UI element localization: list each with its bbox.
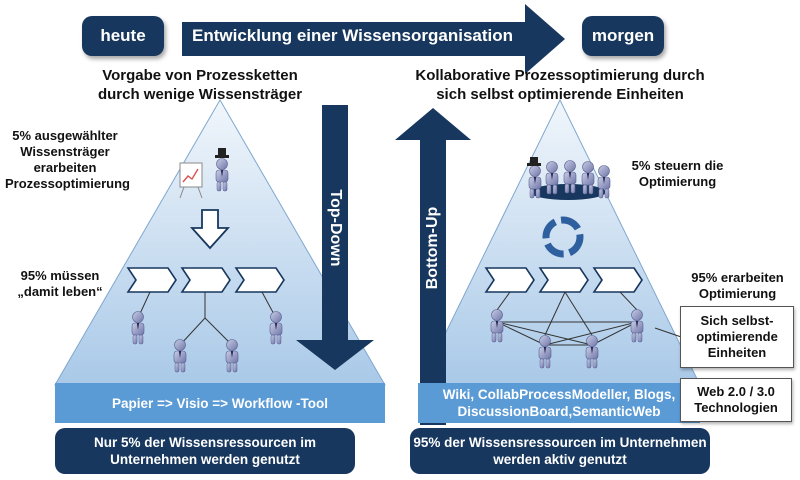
development-arrow — [182, 4, 565, 74]
bottom-up-label: Bottom-Up — [424, 206, 441, 290]
left-heading: Vorgabe von Prozessketten durch wenige W… — [97, 67, 303, 103]
right-footer: 95% der Wissensressourcen im Unternehmen… — [410, 428, 710, 474]
presenter-icon — [179, 148, 229, 199]
top-down-label: Top-Down — [327, 189, 344, 267]
self-optimizing-units-box: Sich selbst-optimierende Einheiten — [680, 306, 794, 368]
left-footer: Nur 5% der Wissensressourcen im Unterneh… — [55, 428, 355, 474]
right-tool-bar: Wiki, CollabProcessModeller, Blogs, Disc… — [418, 383, 700, 423]
group-meeting-icon — [527, 157, 611, 200]
left-top-label: 5% ausgewählter Wissensträger erarbeiten… — [5, 128, 130, 191]
cycle-icon — [542, 216, 584, 258]
web-technologies-box: Web 2.0 / 3.0 Technologien — [680, 378, 792, 422]
development-title: Entwicklung einer Wissensorganisation — [192, 26, 514, 45]
tomorrow-pill: morgen — [582, 16, 664, 56]
today-label: heute — [100, 26, 146, 45]
left-bottom-label: 95% müssen „damit leben“ — [17, 268, 103, 299]
right-network — [496, 291, 691, 346]
right-top-label: 5% steuern die Optimierung — [631, 158, 724, 189]
right-bottom-label: 95% erarbeiten Optimierung — [691, 270, 784, 301]
tomorrow-label: morgen — [591, 26, 655, 45]
right-heading: Kollaborative Prozessoptimierung durch s… — [415, 67, 705, 103]
bottom-up-arrow — [395, 108, 471, 425]
hollow-down-arrow — [189, 209, 231, 250]
left-tool-bar: Papier => Visio => Workflow -Tool — [55, 383, 385, 423]
right-pyramid — [419, 98, 701, 386]
today-pill: heute — [82, 16, 164, 56]
top-down-arrow — [296, 105, 374, 370]
